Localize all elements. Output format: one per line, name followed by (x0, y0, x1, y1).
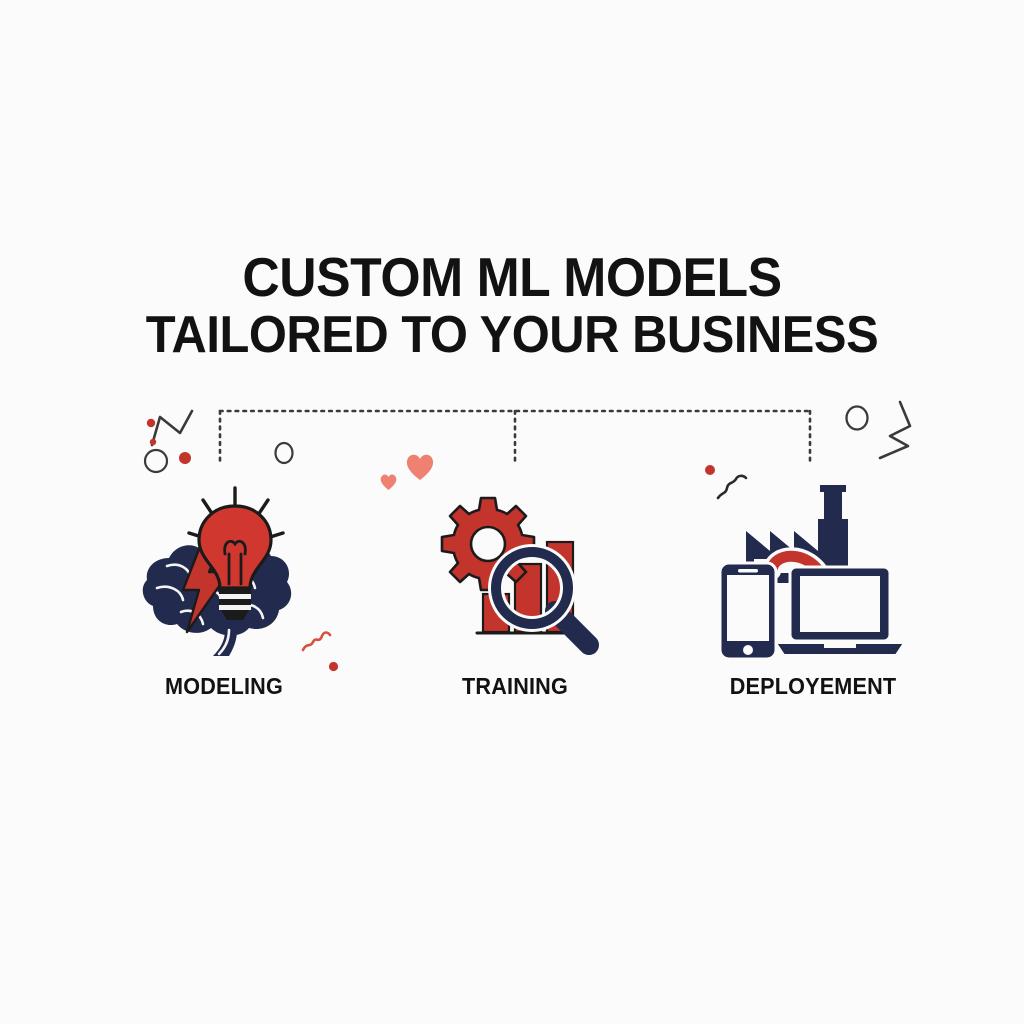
page-title-line-2: TAILORED TO YOUR BUSINESS (145, 306, 879, 364)
circle-outline-left (142, 447, 170, 475)
red-dot-small-left (145, 417, 157, 429)
step-label-deployement: DEPLOYEMENT (729, 673, 897, 699)
factory-devices-icon (712, 483, 912, 663)
zigzag-left (140, 405, 210, 465)
page-title-line-1: CUSTOM ML MODELS (242, 246, 782, 308)
lightbulb-filament (223, 539, 247, 586)
red-dot-under-squiggle (327, 660, 340, 673)
step-label-modeling: MODELING (165, 673, 283, 699)
heart-large (404, 452, 436, 482)
dark-squiggle-right (712, 470, 756, 504)
gear-barchart-magnifier-icon (437, 490, 637, 670)
circle-outline-mid (272, 440, 296, 466)
red-dot-right (703, 463, 717, 477)
gear-icon (440, 496, 536, 592)
circle-outline-right (843, 403, 871, 433)
red-dot-tiny-left (148, 437, 158, 447)
red-squiggle-left (300, 628, 340, 658)
smartphone-icon (718, 561, 778, 661)
red-dot-large-left (177, 450, 193, 466)
step-label-training: TRAINING (462, 673, 568, 699)
zigzag-right (868, 396, 924, 468)
lightbulb-icon (197, 504, 273, 620)
magnifying-glass-icon (488, 544, 599, 655)
pipeline-connector (200, 395, 840, 475)
heart-small (379, 473, 398, 491)
smokestack-icon (820, 485, 846, 523)
lightbulb-base (219, 587, 251, 620)
brain-lightbulb-icon (137, 480, 337, 660)
laptop-icon (774, 565, 906, 656)
